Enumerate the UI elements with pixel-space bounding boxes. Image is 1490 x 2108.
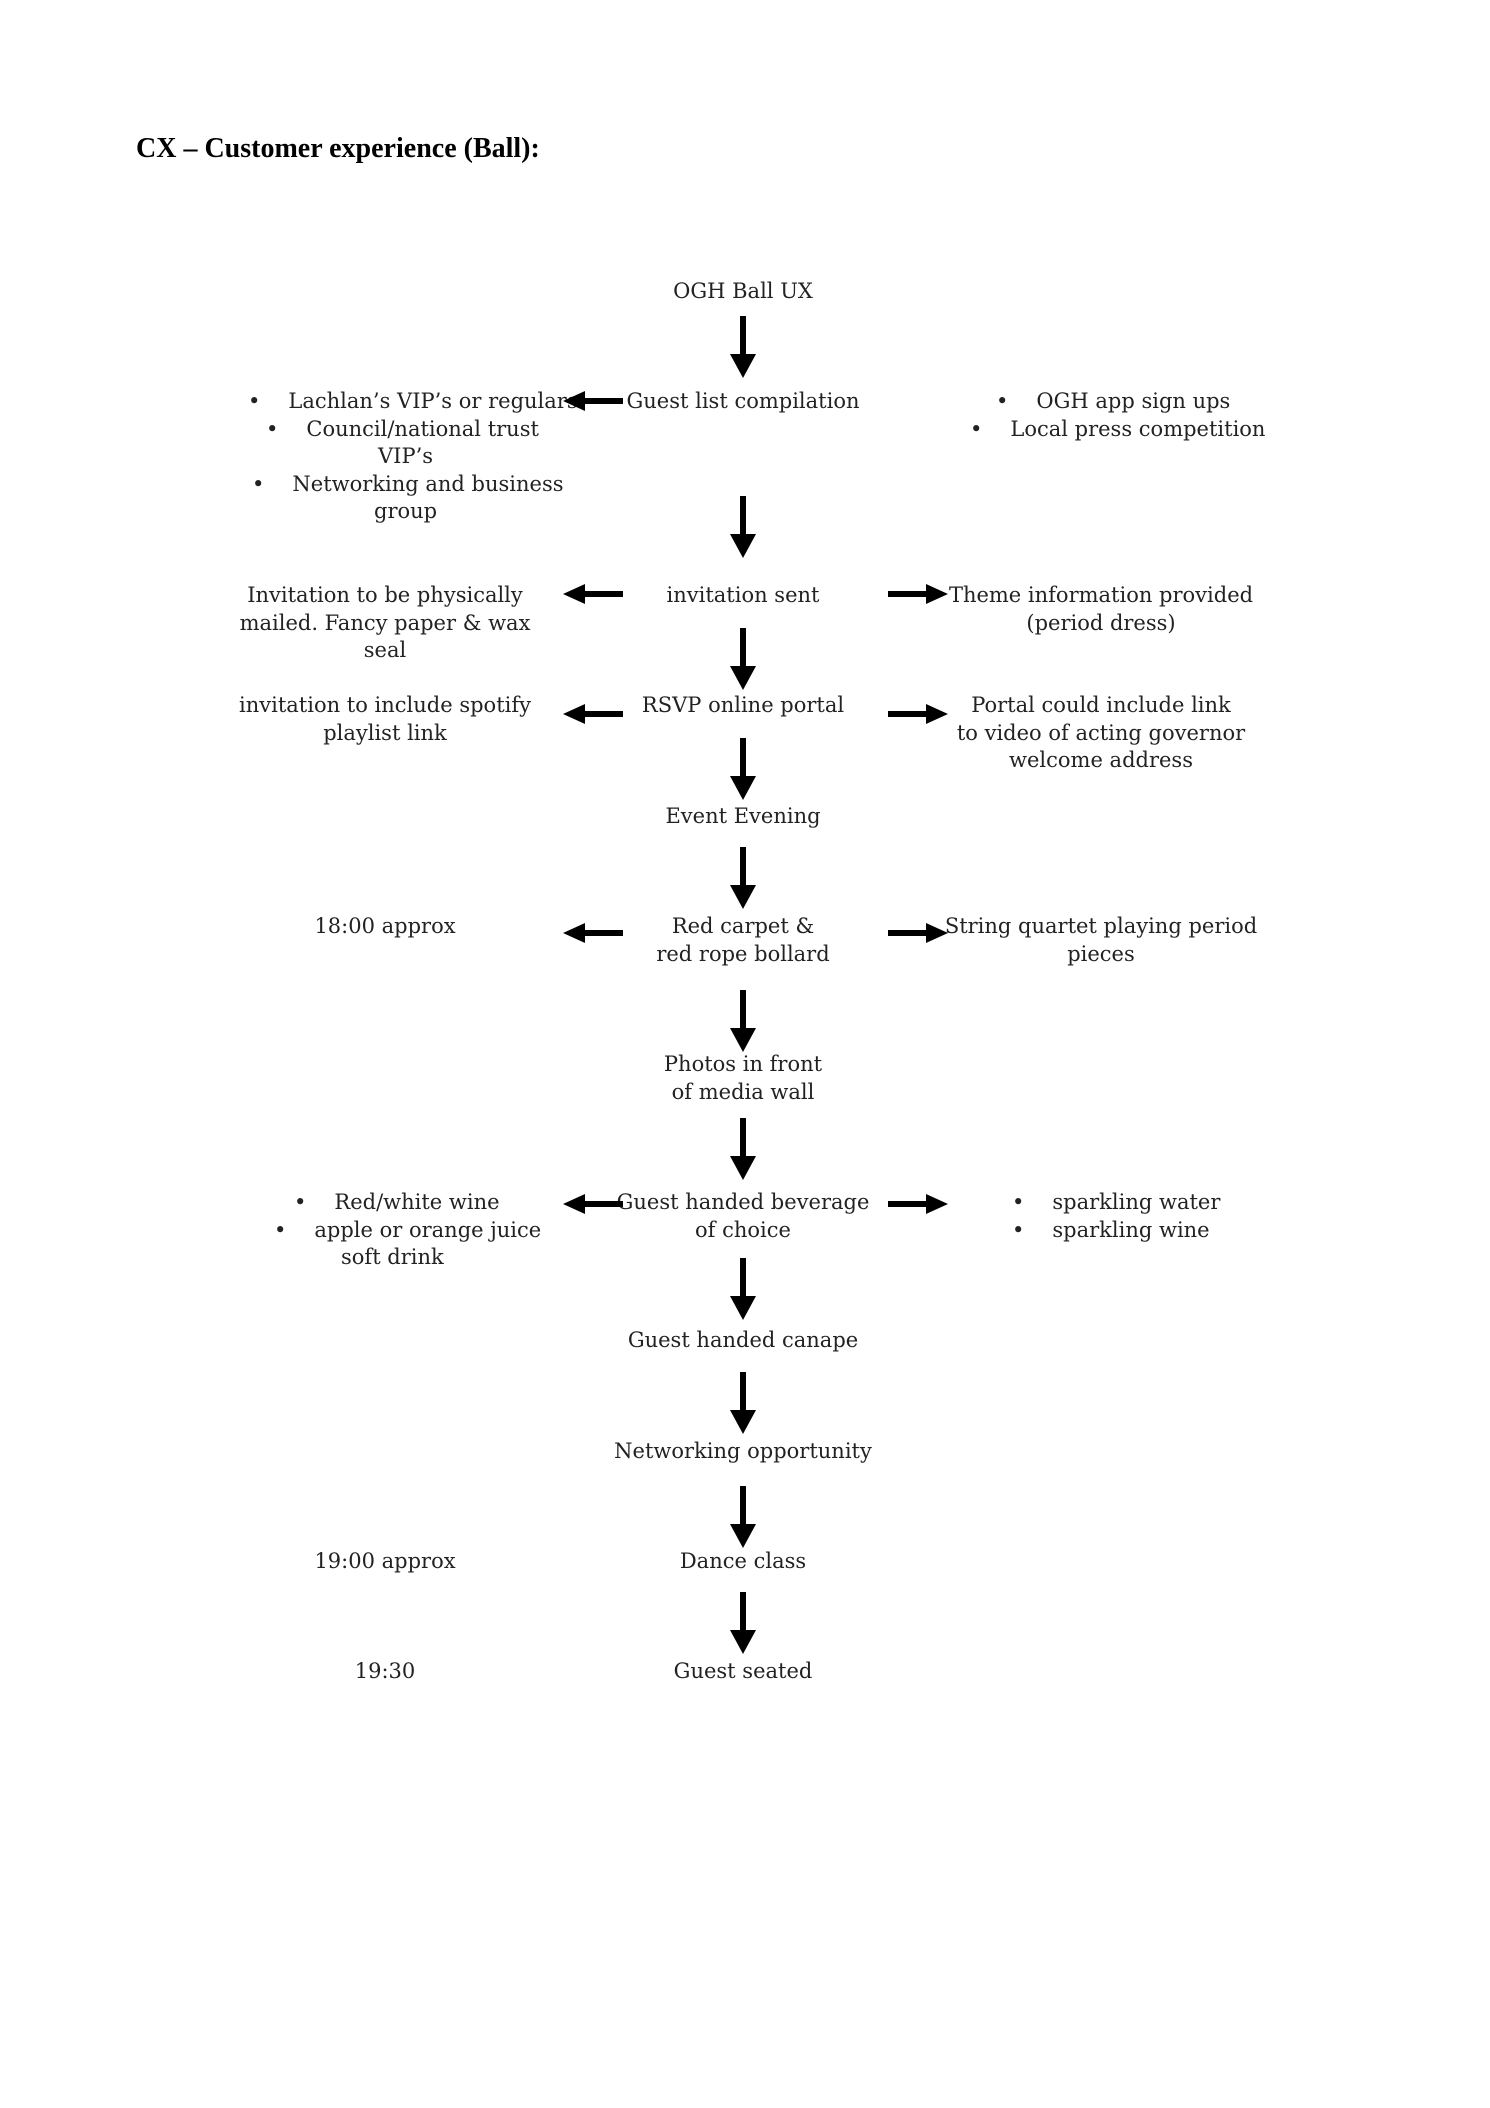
arrow-icon	[888, 923, 948, 943]
node-rsvp-online-portal: RSVP online portal	[641, 693, 845, 717]
dance-time-note: 19:00 approx	[314, 1549, 456, 1573]
guest-list-left-notes: •Lachlan’s VIP’s or regulars •Council/na…	[248, 388, 578, 526]
bullet-continuation: group	[374, 499, 438, 523]
bullet-dot: •	[266, 416, 279, 441]
node-event-evening: Event Evening	[665, 804, 821, 828]
arrow-icon	[888, 1194, 948, 1214]
node-guest-list-compilation: Guest list compilation	[626, 389, 860, 413]
bullet-item: •Local press competition	[970, 416, 1265, 444]
node-ogh-ball-ux: OGH Ball UX	[673, 279, 813, 303]
bullet-dot: •	[1012, 1190, 1025, 1214]
bullet-dot: •	[252, 471, 265, 496]
rsvp-left-note: invitation to include spotify playlist l…	[239, 693, 531, 745]
bullet-dot: •	[970, 416, 983, 441]
page-title: CX – Customer experience (Ball):	[136, 133, 540, 164]
bullet-continuation: VIP’s	[378, 444, 434, 468]
seated-time-note: 19:30	[354, 1659, 416, 1683]
arrow-icon	[730, 1486, 756, 1548]
arrow-icon	[563, 391, 623, 411]
bullet-continuation: soft drink	[341, 1245, 444, 1269]
arrow-icon	[730, 316, 756, 378]
bullet-dot: •	[274, 1217, 287, 1242]
arrow-icon	[730, 496, 756, 558]
invitation-left-note: Invitation to be physically mailed. Fanc…	[239, 583, 531, 662]
node-guest-handed-canape: Guest handed canape	[627, 1328, 859, 1352]
node-photos-media-wall: Photos in front of media wall	[663, 1052, 823, 1104]
arrow-icon	[563, 923, 623, 943]
arrow-icon	[888, 704, 948, 724]
invitation-right-note: Theme information provided (period dress…	[948, 583, 1254, 635]
arrow-icon	[730, 847, 756, 909]
guest-list-right-notes: •OGH app sign ups •Local press competiti…	[970, 388, 1265, 443]
arrow-icon	[730, 990, 756, 1052]
bullet-item: •OGH app sign ups	[970, 388, 1265, 416]
bullet-dot: •	[1012, 1217, 1025, 1242]
arrow-icon	[730, 1372, 756, 1434]
bullet-item: •Council/national trust	[248, 416, 578, 444]
node-dance-class: Dance class	[679, 1549, 807, 1573]
bullet-item: •Lachlan’s VIP’s or regulars	[248, 388, 578, 416]
bullet-item: •Red/white wine	[292, 1189, 541, 1217]
bullet-item: •apple or orange juice	[274, 1217, 541, 1245]
bullet-item: •sparkling wine	[1012, 1217, 1220, 1245]
bullet-dot: •	[248, 389, 261, 413]
arrow-icon	[730, 1258, 756, 1320]
node-guest-seated: Guest seated	[673, 1659, 813, 1683]
node-red-carpet: Red carpet & red rope bollard	[656, 914, 830, 966]
bullet-dot: •	[294, 1190, 307, 1214]
red-carpet-time-note: 18:00 approx	[314, 914, 456, 938]
arrow-icon	[563, 1194, 623, 1214]
arrow-icon	[730, 1118, 756, 1180]
node-invitation-sent: invitation sent	[666, 583, 820, 607]
red-carpet-right-note: String quartet playing period pieces	[944, 914, 1258, 966]
node-guest-handed-beverage: Guest handed beverage of choice	[616, 1190, 870, 1242]
bullet-dot: •	[996, 389, 1009, 413]
arrow-icon	[730, 738, 756, 800]
bullet-item: •sparkling water	[1012, 1189, 1220, 1217]
arrow-icon	[563, 704, 623, 724]
arrow-icon	[730, 1592, 756, 1654]
arrow-icon	[563, 584, 623, 604]
node-networking-opportunity: Networking opportunity	[614, 1439, 872, 1463]
bullet-item: •Networking and business	[248, 471, 578, 499]
beverage-left-notes: •Red/white wine •apple or orange juice s…	[274, 1189, 541, 1272]
arrow-icon	[888, 584, 948, 604]
arrow-icon	[730, 628, 756, 690]
beverage-right-notes: •sparkling water •sparkling wine	[1012, 1189, 1220, 1244]
rsvp-right-note: Portal could include link to video of ac…	[956, 693, 1246, 772]
